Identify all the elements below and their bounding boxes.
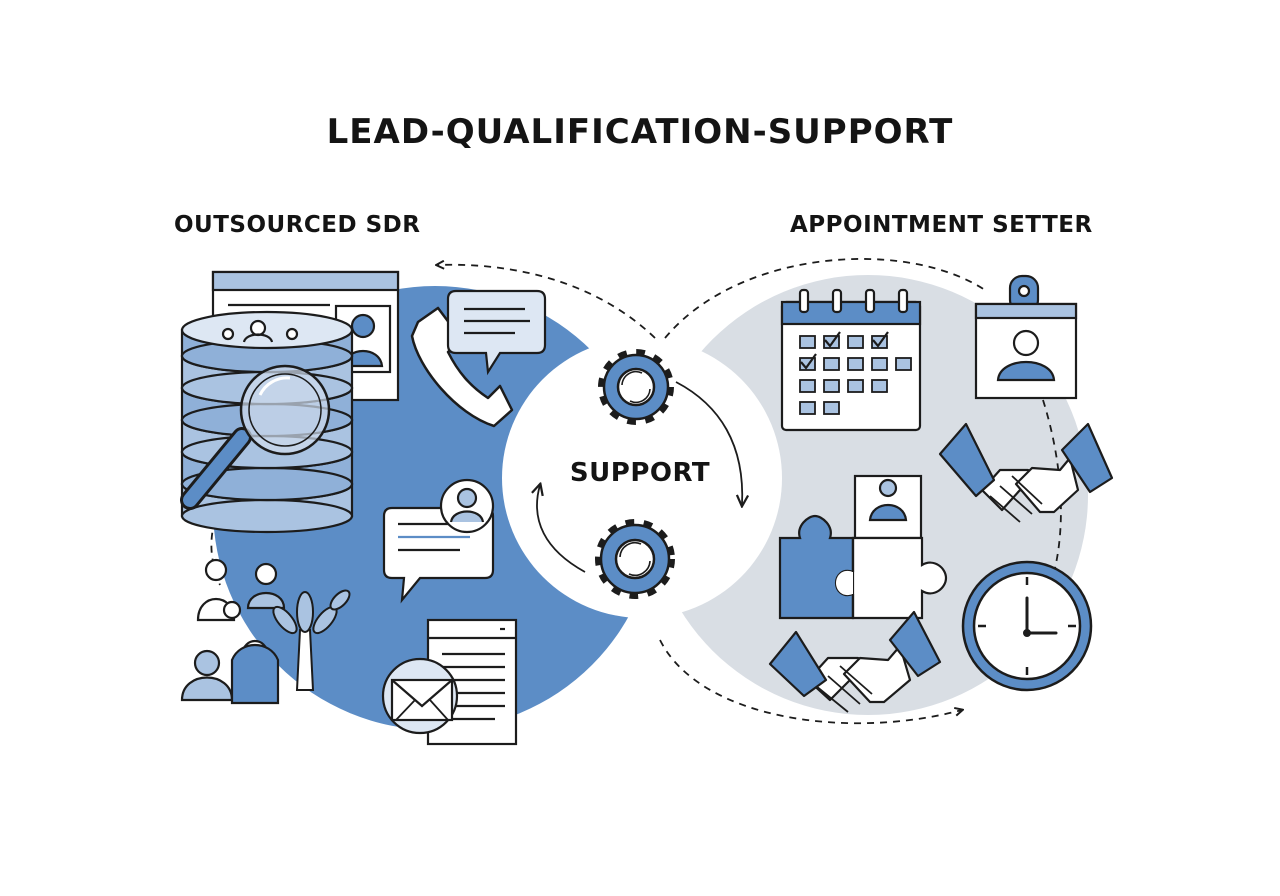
diagram-title: LEAD-QUALIFICATION-SUPPORT — [326, 112, 954, 152]
email-icon — [381, 657, 459, 735]
profile-chat-icon — [382, 478, 495, 604]
handshake-icon — [938, 422, 1114, 523]
handshake-icon — [768, 610, 942, 713]
clock-icon — [961, 560, 1093, 692]
cycle-arrow-icon — [537, 381, 742, 573]
magnifier-icon — [180, 364, 331, 510]
appointment-setter-label: APPOINTMENT SETTER — [790, 212, 1093, 238]
plant-icon — [272, 589, 351, 691]
team-icon — [180, 558, 286, 705]
chat-bubble-icon — [446, 289, 547, 376]
gear-icon — [598, 349, 674, 425]
gear-icon — [595, 519, 675, 599]
puzzle-icon — [778, 474, 948, 620]
calendar-icon — [780, 288, 922, 432]
support-label: SUPPORT — [569, 458, 711, 488]
badge-icon — [974, 274, 1078, 400]
phone-icon — [410, 306, 514, 428]
outsourced-sdr-label: OUTSOURCED SDR — [174, 212, 421, 238]
